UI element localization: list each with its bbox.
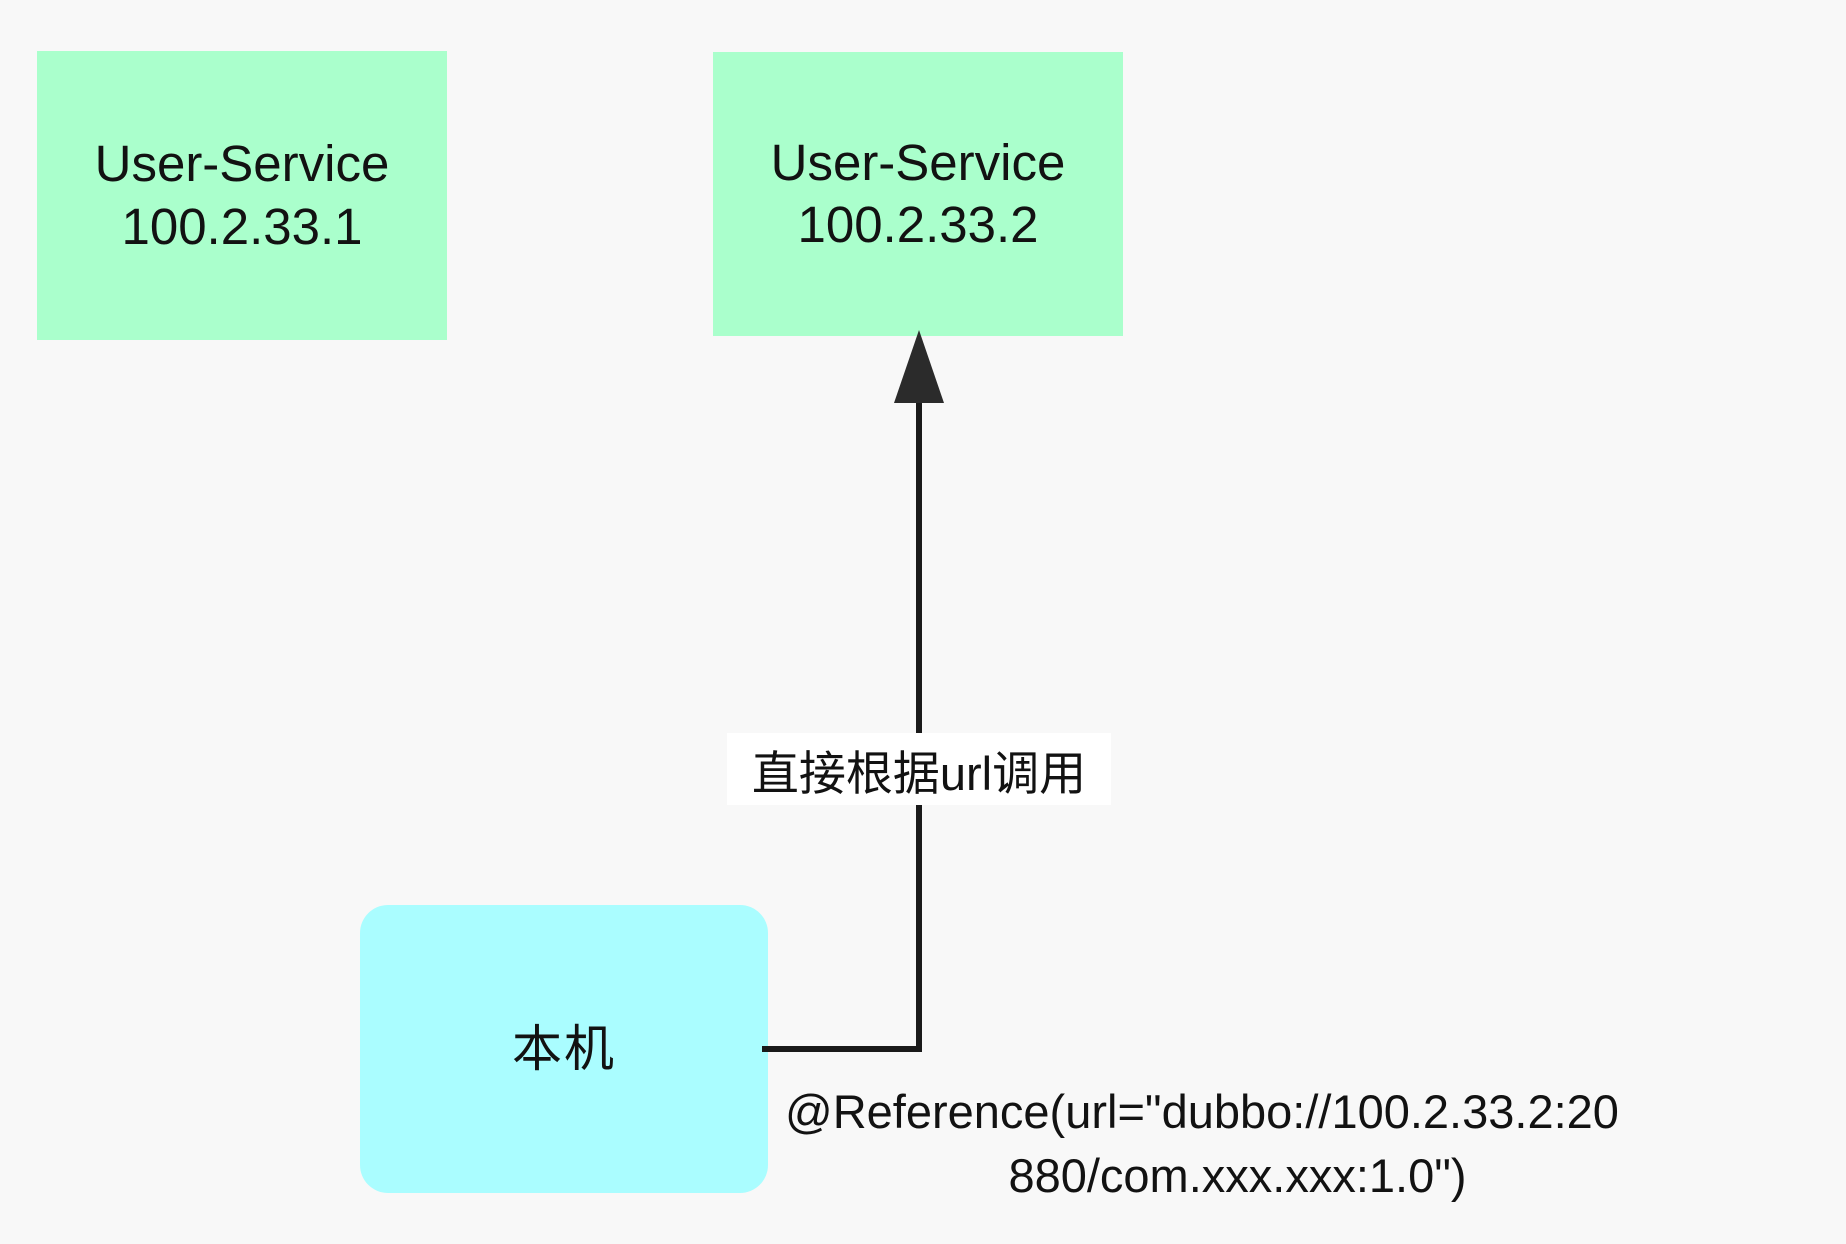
edge-label-direct-url-call: 直接根据url调用 xyxy=(727,733,1111,805)
node-local-machine-title: 本机 xyxy=(512,1020,616,1077)
node-user-service-2-address: 100.2.33.2 xyxy=(797,196,1039,253)
node-local-machine[interactable]: 本机 xyxy=(360,905,768,1193)
node-user-service-1-title: User-Service xyxy=(94,135,390,193)
edge-label-text: 直接根据url调用 xyxy=(751,746,1087,800)
node-user-service-1-address: 100.2.33.1 xyxy=(121,197,363,255)
edge-path xyxy=(762,403,922,1052)
reference-annotation-line-1: @Reference(url="dubbo://100.2.33.2:20 xyxy=(785,1085,1619,1138)
node-user-service-2-title: User-Service xyxy=(770,133,1066,191)
reference-annotation: @Reference(url="dubbo://100.2.33.2:20 88… xyxy=(785,1080,1690,1208)
reference-annotation-line-2: 880/com.xxx.xxx:1.0") xyxy=(1008,1148,1467,1202)
node-user-service-1[interactable]: User-Service 100.2.33.1 xyxy=(37,51,447,340)
node-user-service-2[interactable]: User-Service 100.2.33.2 xyxy=(713,52,1123,336)
arrowhead-icon xyxy=(894,330,944,403)
